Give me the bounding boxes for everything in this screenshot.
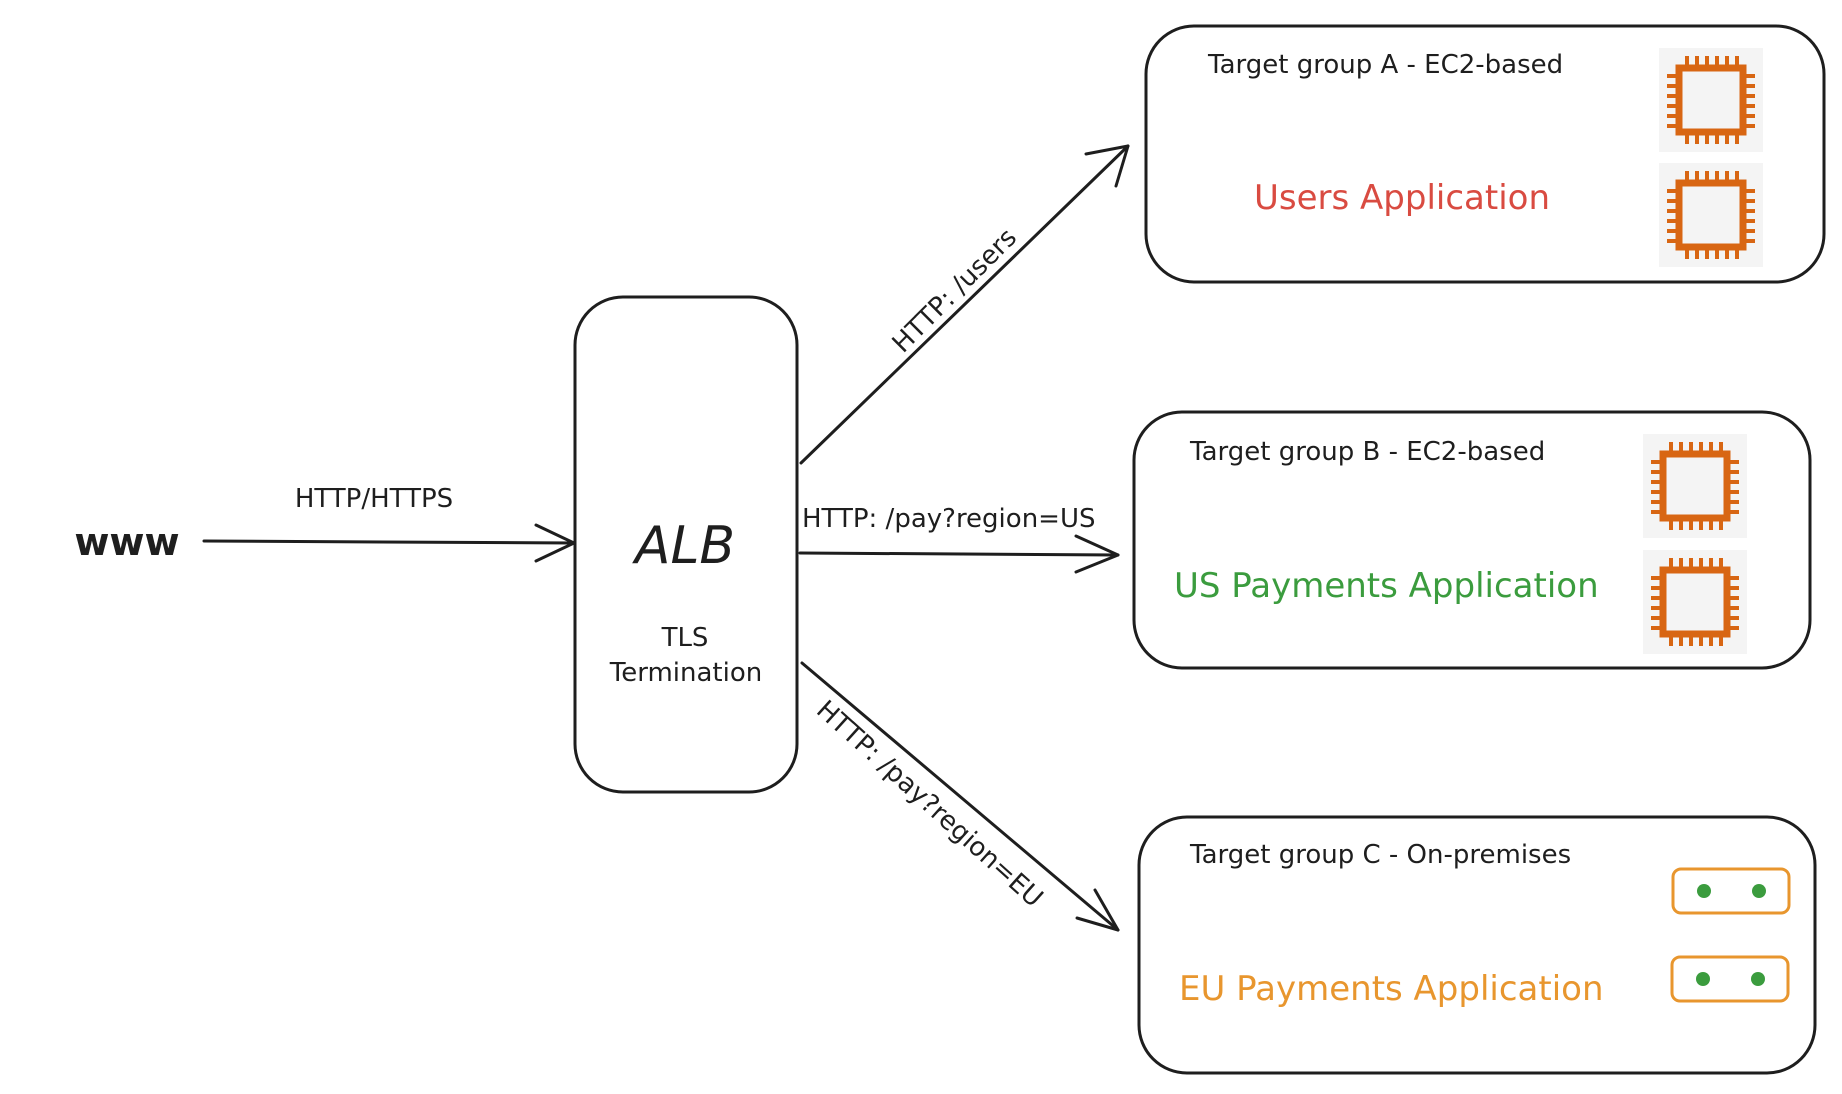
- ec2-instance-icon: [1643, 434, 1747, 538]
- alb-box: [573, 295, 799, 794]
- server-icon: [1671, 867, 1791, 915]
- target-group-c-app: EU Payments Application: [1179, 969, 1604, 1009]
- target-group-b-box: [1132, 410, 1812, 670]
- target-group-a-box: [1144, 24, 1826, 284]
- target-group-a-title: Target group A - EC2-based: [1207, 50, 1563, 80]
- arrow-to-target-group-c: [800, 661, 1120, 932]
- edge-label-users: HTTP: /users: [887, 223, 1023, 359]
- alb-subtitle-line1: TLS: [661, 623, 709, 653]
- target-group-b: Target group B - EC2-based US Payments A…: [1132, 410, 1812, 670]
- arrow-to-target-group-a: [799, 144, 1130, 465]
- ec2-instance-icon: [1659, 48, 1763, 152]
- target-group-c: Target group C - On-premises EU Payments…: [1137, 815, 1817, 1075]
- arrow-to-target-group-b: [798, 534, 1120, 574]
- target-group-c-title: Target group C - On-premises: [1189, 840, 1571, 870]
- ec2-instance-icon: [1659, 163, 1763, 267]
- target-group-a-app: Users Application: [1254, 178, 1550, 218]
- inbound-edge-label: HTTP/HTTPS: [295, 484, 453, 514]
- target-group-a: Target group A - EC2-based Users Applica…: [1144, 24, 1826, 284]
- edge-label-pay-eu: HTTP: /pay?region=EU: [810, 695, 1048, 914]
- alb-title: ALB: [632, 516, 735, 576]
- target-group-b-title: Target group B - EC2-based: [1189, 437, 1545, 467]
- ec2-instance-icon: [1643, 550, 1747, 654]
- server-icon: [1670, 955, 1790, 1003]
- alb-subtitle-line2: Termination: [609, 658, 762, 688]
- edge-label-pay-us: HTTP: /pay?region=US: [802, 504, 1096, 534]
- www-label: www: [74, 520, 179, 564]
- inbound-arrow: [202, 523, 576, 563]
- target-group-b-app: US Payments Application: [1174, 566, 1599, 606]
- target-group-c-box: [1137, 815, 1817, 1075]
